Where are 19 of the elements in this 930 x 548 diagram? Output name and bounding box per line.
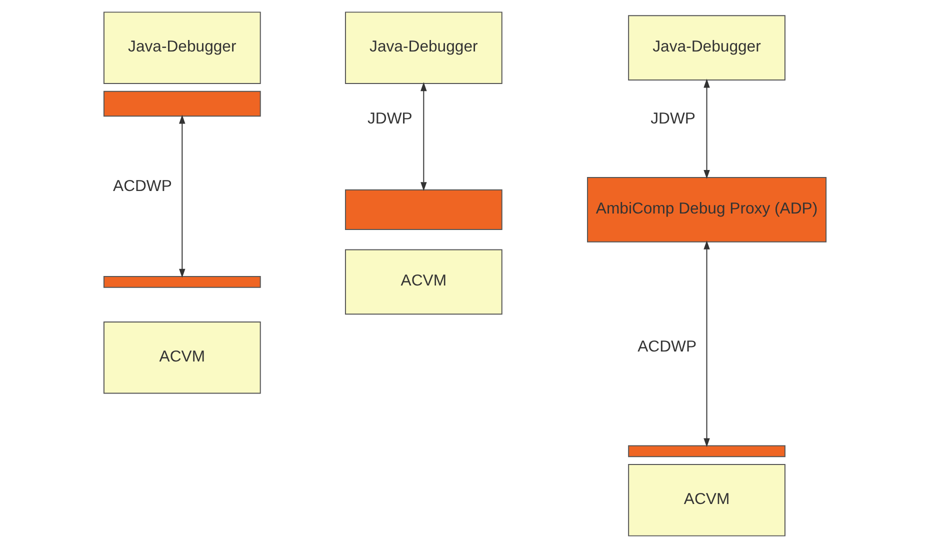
arrow	[179, 114, 186, 278]
node-bar	[628, 445, 786, 458]
arrow	[704, 78, 710, 179]
node-box: ACVM	[628, 464, 786, 536]
edge-label: ACDWP	[638, 338, 696, 356]
node-box: ACVM	[344, 249, 502, 315]
node-box: AmbiComp Debug Proxy (ADP)	[587, 177, 827, 242]
node-box: ACVM	[103, 322, 261, 394]
node-box: Java-Debugger	[344, 12, 502, 84]
node-box: Java-Debugger	[628, 15, 786, 80]
node-bar	[344, 189, 502, 230]
node-bar	[103, 90, 261, 117]
node-box: Java-Debugger	[103, 12, 261, 84]
arrow	[420, 82, 427, 192]
edge-label: JDWP	[368, 110, 412, 128]
edge-label: ACDWP	[113, 178, 172, 196]
edge-label: JDWP	[650, 110, 696, 128]
arrow	[704, 240, 710, 448]
node-bar	[103, 276, 261, 288]
